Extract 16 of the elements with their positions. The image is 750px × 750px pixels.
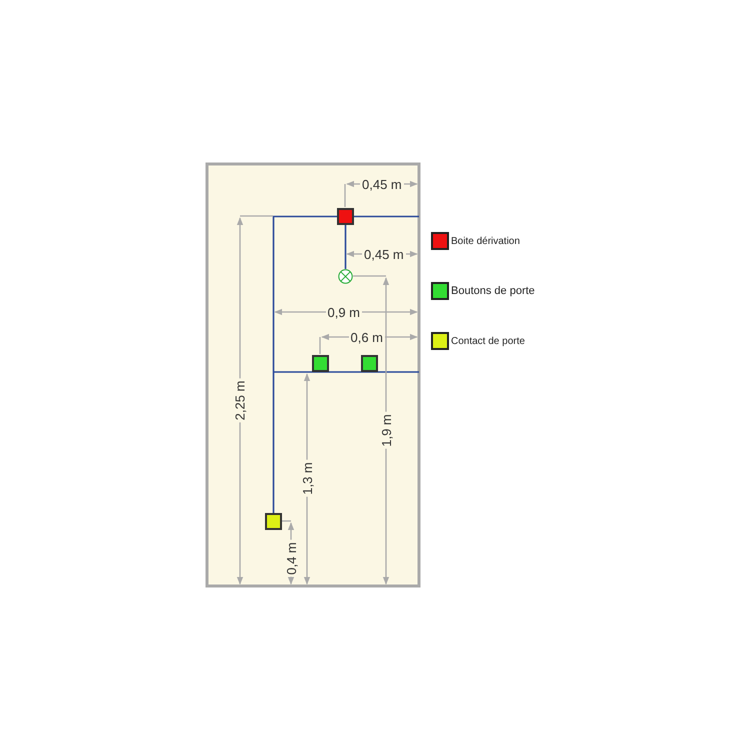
dimension-label: 0,6 m xyxy=(348,330,386,344)
electrical-wire xyxy=(354,216,419,218)
electrical-wire xyxy=(272,216,337,513)
door-contact-symbol xyxy=(265,513,282,530)
dimension-label: 2,25 m xyxy=(232,378,248,422)
electrical-wire xyxy=(344,225,346,269)
dimension-label: 0,45 m xyxy=(362,246,406,262)
light-fixture-symbol xyxy=(338,269,353,284)
legend-label: Boite dérivation xyxy=(451,236,520,246)
dimension-label: 0,9 m xyxy=(326,304,362,320)
push-button-symbol xyxy=(361,355,378,372)
junction-box-symbol xyxy=(337,208,354,225)
legend-label: Contact de porte xyxy=(451,336,525,346)
legend-label: Boutons de porte xyxy=(451,285,535,297)
push-button-symbol xyxy=(312,355,329,372)
dimension-label: 0,45 m xyxy=(360,176,404,192)
